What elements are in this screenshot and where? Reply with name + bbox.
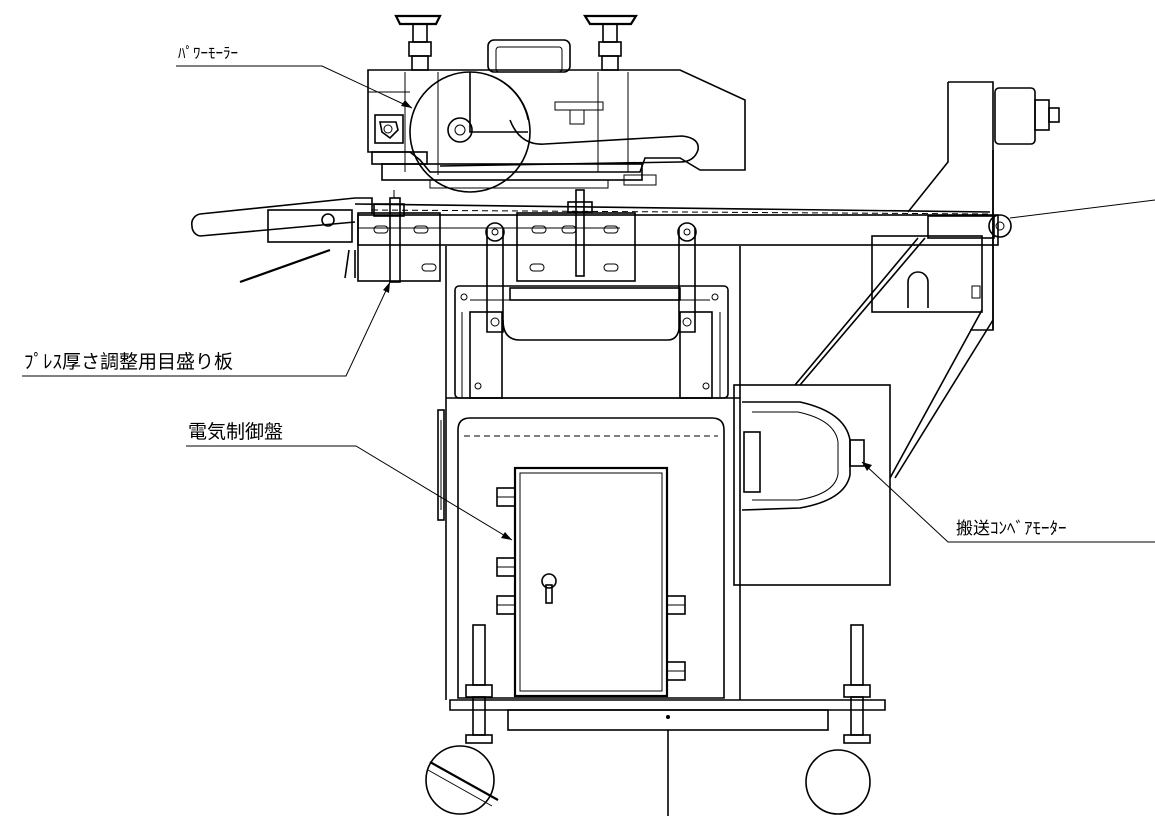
conveyor-motor-cover <box>733 384 891 586</box>
leader-press-scale <box>22 281 391 377</box>
label-power-roller: ﾊﾟﾜｰﾓｰﾗｰ <box>178 44 238 62</box>
leader-power-roller <box>176 65 413 109</box>
press-scale-rods <box>373 189 593 283</box>
leader-right-edge <box>1009 199 1155 219</box>
label-conveyor-motor: 搬送ｺﾝﾍﾞｱﾓｰﾀｰ <box>956 519 1067 539</box>
label-press-scale: ﾌﾟﾚｽ厚さ調整用目盛り板 <box>24 351 233 373</box>
rear-frame <box>794 81 994 479</box>
label-control-panel: 電気制御盤 <box>188 421 283 443</box>
press-head-housing <box>367 69 746 189</box>
side-motor <box>994 87 1060 145</box>
leg-right <box>843 624 871 744</box>
roller-bracket <box>871 235 983 313</box>
panel-switch <box>541 573 557 604</box>
control-panel-housing <box>457 417 725 699</box>
leader-conveyor-motor <box>861 461 1155 543</box>
leader-control-panel <box>186 445 513 541</box>
carry-handle <box>487 39 571 73</box>
side-bracket <box>437 409 445 521</box>
caster-right <box>805 749 871 815</box>
control-panel-box <box>513 466 669 698</box>
caster-left <box>425 745 499 815</box>
adjustment-handle-right <box>583 14 638 71</box>
power-roller <box>409 71 531 193</box>
leg-left <box>465 624 493 744</box>
cable-glands <box>496 487 686 681</box>
mounting-plates <box>357 212 636 282</box>
main-frame <box>445 246 886 731</box>
conveyor-rail <box>190 197 1012 284</box>
pivot-arms <box>485 222 697 333</box>
adjustment-handle-left <box>394 14 442 71</box>
